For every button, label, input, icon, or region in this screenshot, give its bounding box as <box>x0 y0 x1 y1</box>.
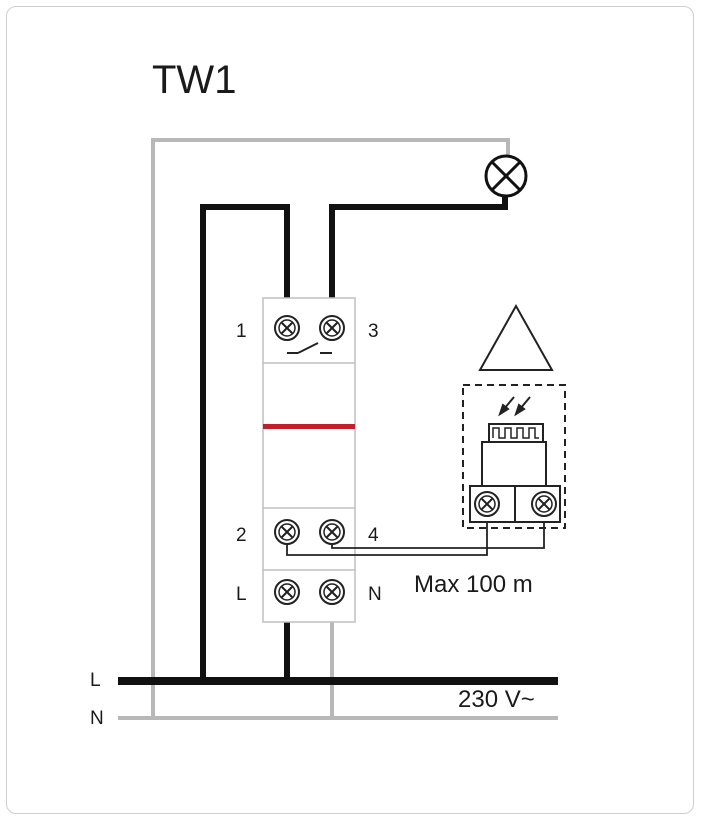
lamp-icon <box>484 154 528 198</box>
twilight-switch-module <box>262 297 356 623</box>
status-indicator-strip <box>263 424 355 429</box>
photocell-icon <box>488 423 544 443</box>
sensor-screw-1 <box>474 491 500 517</box>
diagram-title: TW1 <box>152 58 236 102</box>
light-arrows-icon <box>498 396 531 417</box>
switched-wire-to-lamp <box>329 194 508 325</box>
terminal-screw-4 <box>319 519 345 545</box>
cable-length-label: Max 100 m <box>414 571 533 598</box>
sensor-enclosure <box>462 384 566 529</box>
sensor-cable-a <box>286 515 488 556</box>
sensor-screw-2 <box>531 491 557 517</box>
terminal-screw-1 <box>274 315 300 341</box>
terminal-label-2: 2 <box>236 525 247 546</box>
terminal-screw-l <box>274 579 300 605</box>
terminal-label-1: 1 <box>236 321 247 342</box>
terminal-label-4: 4 <box>368 525 379 546</box>
terminal-screw-n <box>319 579 345 605</box>
line-wire-to-terminal-1 <box>200 204 290 681</box>
diagram-frame <box>6 6 694 814</box>
neutral-wire-to-lamp <box>151 138 510 718</box>
terminal-label-3: 3 <box>368 321 379 342</box>
terminal-screw-2 <box>274 519 300 545</box>
light-sensor <box>462 303 566 529</box>
terminal-screw-3 <box>319 315 345 341</box>
sensor-cable-b <box>331 515 545 549</box>
neutral-bus-label: N <box>90 708 104 729</box>
terminal-label-l: L <box>236 584 247 605</box>
line-bus-label: L <box>90 670 101 691</box>
terminal-label-n: N <box>368 584 382 605</box>
warning-triangle-icon <box>478 303 554 371</box>
relay-contact-icon <box>287 342 332 354</box>
voltage-label: 230 V~ <box>458 686 535 713</box>
